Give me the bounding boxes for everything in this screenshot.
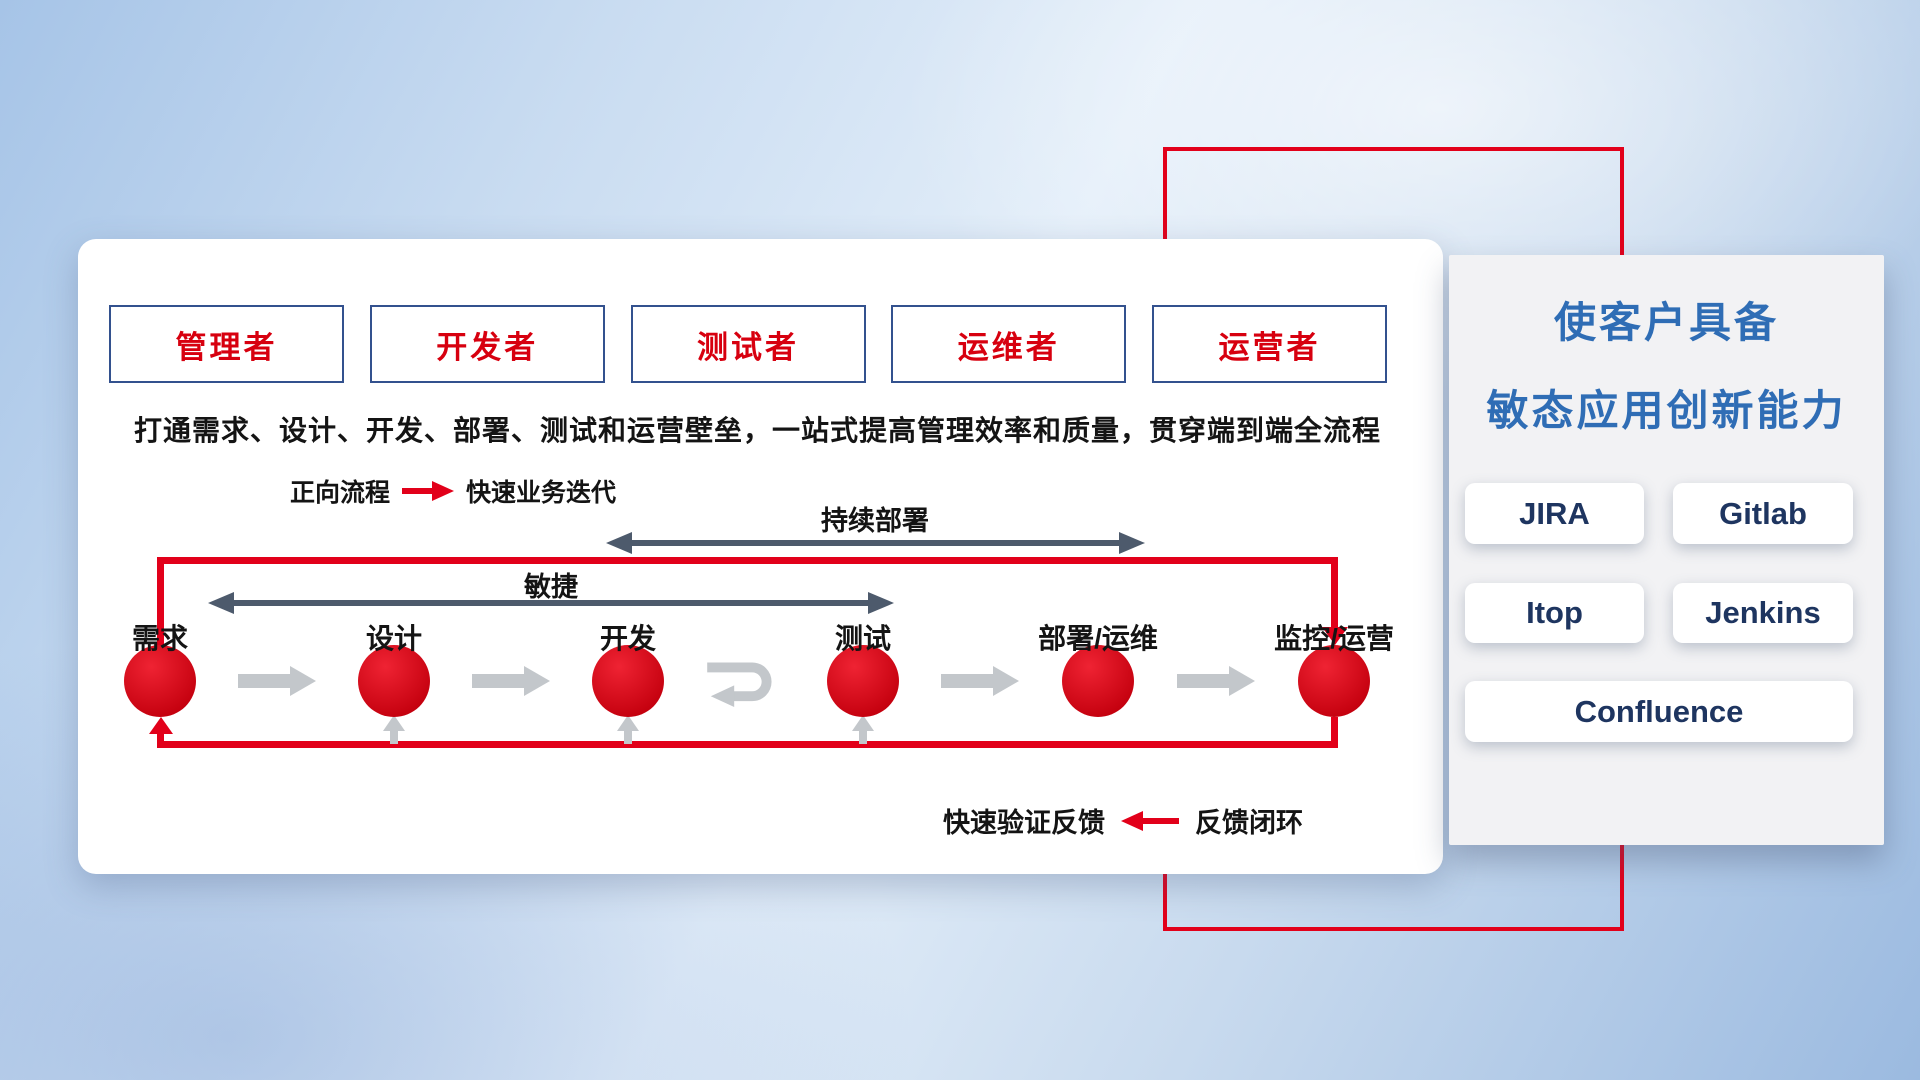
flow-arrow-icon bbox=[941, 666, 1019, 696]
stage-circle-deploy-ops bbox=[1062, 645, 1134, 717]
role-label: 运营者 bbox=[1218, 329, 1321, 365]
panel-title-line2: 敏态应用创新能力 bbox=[1486, 387, 1847, 434]
legend-forward-desc: 快速业务迭代 bbox=[466, 479, 617, 507]
continuous-deploy-arrow-icon bbox=[606, 532, 1145, 554]
flow-arrow-icon bbox=[1177, 666, 1255, 696]
stage-circle-monitor-oper bbox=[1298, 645, 1370, 717]
flow-arrow-icon bbox=[238, 666, 316, 696]
tool-chip-itop: Itop bbox=[1465, 583, 1644, 643]
legend-feedback-desc: 快速验证反馈 bbox=[943, 808, 1105, 838]
legend-feedback-label: 反馈闭环 bbox=[1195, 808, 1303, 838]
forward-loop-line-left bbox=[157, 557, 164, 651]
tool-chip-jira: JIRA bbox=[1465, 483, 1644, 544]
agile-arrow-icon bbox=[208, 592, 894, 614]
feedback-arrow-icon bbox=[1121, 810, 1179, 831]
role-box-tester: 测试者 bbox=[630, 305, 866, 383]
role-box-developer: 开发者 bbox=[369, 305, 605, 383]
legend-feedback: 快速验证反馈 反馈闭环 bbox=[943, 801, 1303, 840]
stage-label-develop: 开发 bbox=[599, 623, 657, 654]
feedback-loop-line-bottom bbox=[157, 741, 1338, 748]
continuous-deploy-label: 持续部署 bbox=[821, 506, 929, 536]
devops-flow-card: 管理者 开发者 测试者 运维者 运营者 打通需求、设计、开发、部署、测试和运营壁… bbox=[78, 239, 1443, 874]
stage-circle-design bbox=[358, 645, 430, 717]
flow-subtitle: 打通需求、设计、开发、部署、测试和运营壁垒，一站式提高管理效率和质量，贯穿端到端… bbox=[134, 415, 1382, 446]
legend-forward: 正向流程 快速业务迭代 bbox=[290, 473, 616, 509]
panel-title-line1: 使客户具备 bbox=[1553, 299, 1779, 346]
tool-chip-gitlab: Gitlab bbox=[1673, 483, 1853, 544]
stage-circle-develop bbox=[592, 645, 664, 717]
role-box-ops: 运维者 bbox=[891, 305, 1127, 383]
role-label: 运维者 bbox=[957, 329, 1060, 365]
role-label: 测试者 bbox=[697, 329, 799, 365]
legend-forward-label: 正向流程 bbox=[290, 479, 391, 507]
stage-label-monitor-oper: 监控/运营 bbox=[1274, 623, 1394, 654]
stage-circle-test bbox=[827, 645, 899, 717]
stage-circle-requirements bbox=[124, 645, 196, 717]
agile-label: 敏捷 bbox=[524, 572, 578, 602]
tool-chip-confluence: Confluence bbox=[1465, 681, 1853, 742]
feedback-loop-arrowhead-icon bbox=[149, 717, 173, 734]
stage-label-requirements: 需求 bbox=[131, 623, 189, 654]
role-box-operator: 运营者 bbox=[1152, 305, 1387, 383]
feedback-loop-line-left bbox=[157, 733, 164, 748]
stage-label-deploy-ops: 部署/运维 bbox=[1038, 623, 1158, 654]
role-box-manager: 管理者 bbox=[109, 305, 344, 383]
role-label: 开发者 bbox=[436, 329, 539, 365]
stage-label-design: 设计 bbox=[365, 623, 423, 654]
forward-loop-line-right bbox=[1331, 561, 1338, 627]
forward-loop-arrowhead-icon bbox=[1322, 627, 1348, 645]
capability-panel: 使客户具备 敏态应用创新能力 JIRA Gitlab Itop Jenkins … bbox=[1449, 255, 1884, 845]
forward-loop-line-top bbox=[157, 557, 1338, 564]
iteration-loop-icon bbox=[707, 662, 772, 707]
stage-label-test: 测试 bbox=[834, 623, 892, 654]
feedback-loop-line-right bbox=[1331, 717, 1338, 748]
tool-chip-jenkins: Jenkins bbox=[1673, 583, 1853, 643]
flow-arrow-icon bbox=[472, 666, 550, 696]
role-row: 管理者 开发者 测试者 运维者 运营者 bbox=[109, 305, 1387, 383]
role-label: 管理者 bbox=[175, 329, 278, 365]
forward-arrow-icon bbox=[402, 481, 455, 501]
